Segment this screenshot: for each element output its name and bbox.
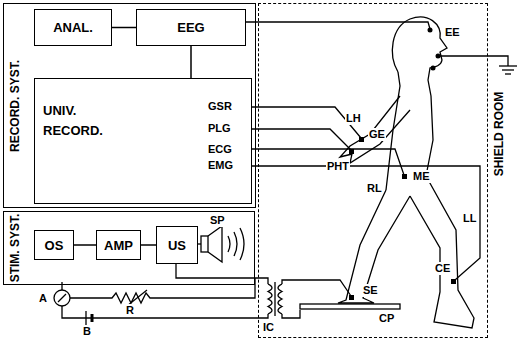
gsr-electrode [359, 137, 364, 142]
part-label: R [125, 304, 135, 317]
ammeter-needle [58, 294, 66, 302]
part-label: CE [434, 262, 451, 275]
electrode-wire [282, 280, 351, 296]
part-label: ECG [207, 143, 233, 156]
group-title: RECORD. SYST. [8, 59, 22, 151]
eeg-wire [245, 22, 430, 29]
right-leg-outline [338, 190, 410, 303]
gsr-wire [251, 107, 361, 138]
emg-wire [251, 166, 480, 280]
plate-wire [282, 310, 300, 318]
coil-primary [268, 284, 272, 314]
coil-secondary [278, 284, 282, 314]
part-label: GE [368, 128, 386, 141]
ground-symbol [502, 69, 514, 70]
device-box: ANAL. [34, 9, 112, 46]
box-label: US [168, 238, 186, 253]
part-label: SP [209, 214, 226, 227]
ecg-wire [251, 149, 404, 175]
head-outline [392, 17, 447, 80]
ground-wire [438, 56, 508, 66]
ground-symbol [499, 65, 517, 66]
box-label: AMP [104, 238, 133, 253]
photocell [349, 149, 354, 154]
part-label: PHT [326, 160, 350, 173]
ground-symbol [505, 73, 511, 74]
part-label: LL [462, 212, 477, 225]
part-label: CP [378, 312, 395, 325]
ecg-electrode [402, 174, 407, 179]
device-box: US [156, 226, 198, 264]
part-label: GSR [207, 100, 233, 113]
part-label: RL [366, 182, 383, 195]
part-label: EE [444, 26, 461, 39]
signal-line [112, 27, 136, 29]
speaker-symbol [201, 236, 208, 252]
coil-core [274, 282, 275, 316]
device-box: EEG [136, 9, 246, 46]
eeg-electrode [436, 54, 441, 59]
box-label: ANAL. [53, 20, 93, 35]
left-leg-outline [410, 176, 474, 328]
signal-line [74, 244, 96, 246]
resistor-wire [70, 278, 255, 303]
part-label: IC [262, 321, 275, 334]
body-outline [426, 80, 433, 176]
part-label: PLG [207, 122, 232, 135]
part-label: A [38, 292, 48, 305]
battery-symbol [91, 314, 94, 322]
device-box: OS [34, 230, 74, 260]
eeg-electrode [431, 66, 436, 71]
part-label: SE [362, 284, 379, 297]
part-label: ME [412, 170, 431, 183]
eeg-electrode [428, 28, 433, 33]
room-title: SHIELD ROOM [492, 92, 506, 177]
device-box: UNIV. RECORD. [34, 78, 252, 204]
sound-waves [228, 228, 244, 260]
plg-wire [251, 129, 351, 150]
signal-line [141, 244, 156, 246]
part-label: B [82, 325, 92, 338]
arm-outline [340, 96, 410, 163]
device-box: AMP [96, 230, 141, 260]
emg-electrode [451, 279, 456, 284]
box-label: UNIV. RECORD. [43, 101, 123, 141]
stim-electrode [349, 295, 354, 300]
box-label: EEG [177, 20, 204, 35]
battery-symbol [85, 311, 86, 325]
part-label: LH [345, 112, 362, 125]
group-title: STIM. SYST. [8, 214, 22, 283]
part-label: EMG [207, 159, 234, 172]
body-outline [386, 72, 400, 190]
contact-plate [300, 304, 400, 309]
box-label: OS [45, 238, 64, 253]
signal-line [190, 46, 192, 78]
speaker-symbol [208, 226, 222, 262]
ammeter-symbol [54, 290, 70, 306]
